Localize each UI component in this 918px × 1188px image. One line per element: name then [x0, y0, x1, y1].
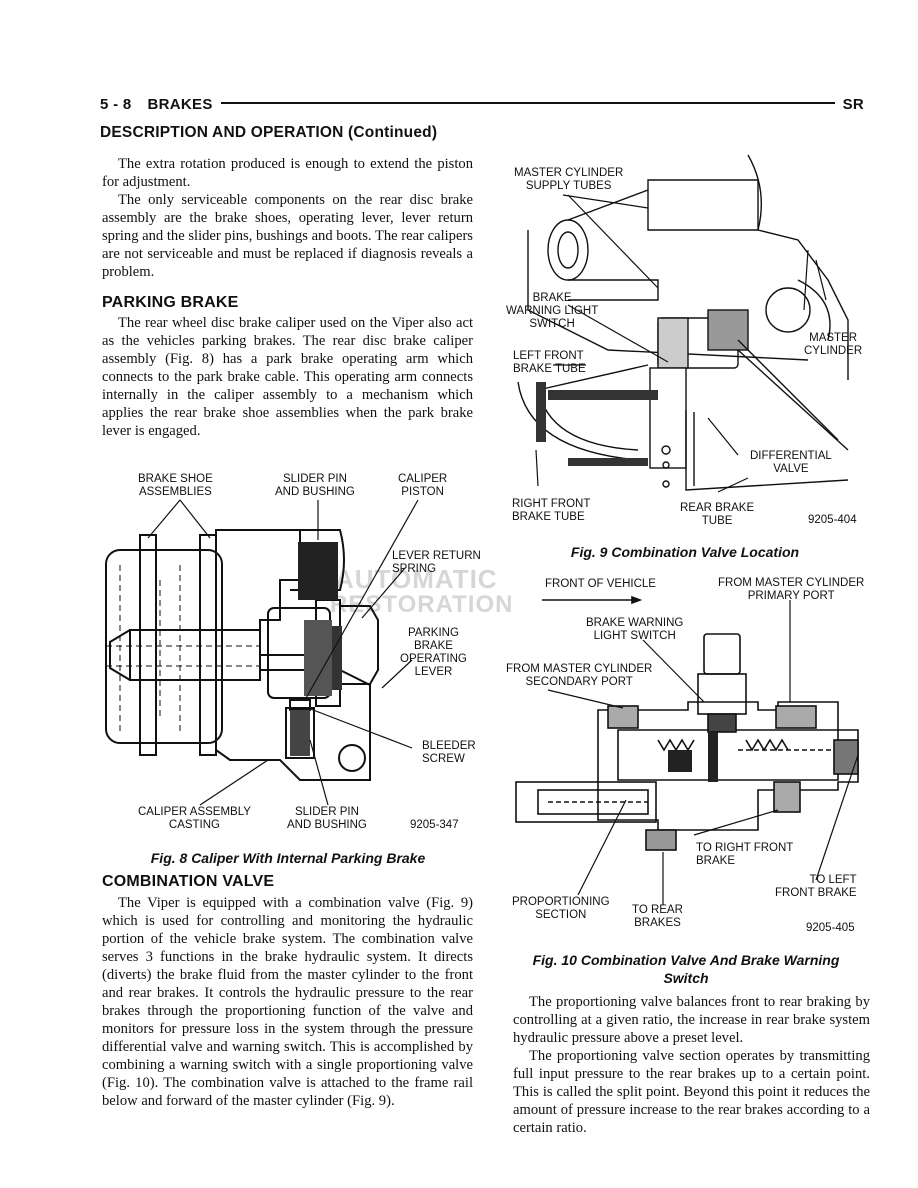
label-lever-return: LEVER RETURN SPRING — [392, 550, 481, 575]
label-primary-port: FROM MASTER CYLINDER PRIMARY PORT — [718, 577, 865, 602]
label-right-front: RIGHT FRONT BRAKE TUBE — [512, 498, 591, 523]
combination-valve-diagram — [515, 595, 859, 905]
combination-valve-text: The Viper is equipped with a combination… — [102, 894, 473, 1110]
model-code: SR — [842, 95, 864, 113]
label-differential: DIFFERENTIAL VALVE — [750, 450, 832, 475]
paragraph: The proportioning valve balances front t… — [513, 994, 870, 1046]
figure-number: 9205-405 — [806, 922, 855, 934]
label-rear-brakes: TO REAR BRAKES — [632, 904, 683, 929]
fig8-caption: Fig. 8 Caliper With Internal Parking Bra… — [150, 850, 426, 866]
fig9-caption: Fig. 9 Combination Valve Location — [570, 544, 800, 560]
caliper-diagram: AUTOMATIC RESTORATION — [105, 499, 512, 806]
watermark-text: AUTOMATIC — [335, 564, 498, 594]
intro-text: The extra rotation produced is enough to… — [102, 155, 473, 281]
label-left-front: TO LEFT FRONT BRAKE — [775, 874, 857, 899]
header-rule — [220, 102, 835, 104]
section-name: BRAKES — [147, 95, 213, 113]
fig10-caption: Fig. 10 Combination Valve And Brake Warn… — [532, 952, 840, 986]
label-caliper-casting: CALIPER ASSEMBLY CASTING — [138, 806, 251, 831]
label-left-front: LEFT FRONT BRAKE TUBE — [513, 350, 586, 375]
figure-number: 9205-404 — [808, 514, 857, 526]
label-parking-lever: PARKING BRAKE OPERATING LEVER — [400, 627, 467, 678]
label-bleeder: BLEEDER SCREW — [422, 740, 476, 765]
paragraph: The only serviceable components on the r… — [102, 192, 473, 280]
page-reference: 5 - 8 — [100, 95, 132, 113]
figure-number: 9205-347 — [410, 819, 459, 831]
label-warning-switch: BRAKE WARNING LIGHT SWITCH — [506, 292, 599, 330]
label-rear-brake: REAR BRAKE TUBE — [680, 502, 755, 527]
label-master-cylinder: MASTER CYLINDER — [804, 332, 863, 357]
paragraph: The rear wheel disc brake caliper used o… — [102, 315, 473, 439]
label-slider-pin-top: SLIDER PIN AND BUSHING — [275, 473, 355, 498]
label-brake-shoe: BRAKE SHOE ASSEMBLIES — [138, 473, 213, 498]
label-secondary-port: FROM MASTER CYLINDER SECONDARY PORT — [506, 663, 653, 688]
label-caliper-piston: CALIPER PISTON — [398, 473, 448, 498]
proportioning-text: The proportioning valve balances front t… — [513, 993, 870, 1137]
parking-brake-text: The rear wheel disc brake caliper used o… — [102, 314, 473, 440]
page-header: 5 - 8 BRAKES SR — [100, 94, 864, 114]
combination-valve-heading: COMBINATION VALVE — [102, 873, 275, 890]
label-supply-tubes: MASTER CYLINDER SUPPLY TUBES — [514, 167, 624, 192]
label-warning-switch: BRAKE WARNING LIGHT SWITCH — [586, 617, 684, 642]
label-front-of-vehicle: FRONT OF VEHICLE — [545, 578, 656, 590]
label-right-front: TO RIGHT FRONT BRAKE — [696, 842, 794, 867]
label-slider-pin-bottom: SLIDER PIN AND BUSHING — [287, 806, 367, 831]
paragraph: The extra rotation produced is enough to… — [102, 156, 473, 190]
paragraph: The proportioning valve section operates… — [513, 1048, 870, 1136]
section-heading: DESCRIPTION AND OPERATION (Continued) — [100, 124, 438, 141]
paragraph: The Viper is equipped with a combination… — [102, 895, 473, 1109]
label-proportioning: PROPORTIONING SECTION — [512, 896, 610, 921]
valve-location-photo — [510, 152, 856, 497]
parking-brake-heading: PARKING BRAKE — [102, 294, 239, 311]
svg-text:RESTORATION: RESTORATION — [330, 591, 513, 618]
